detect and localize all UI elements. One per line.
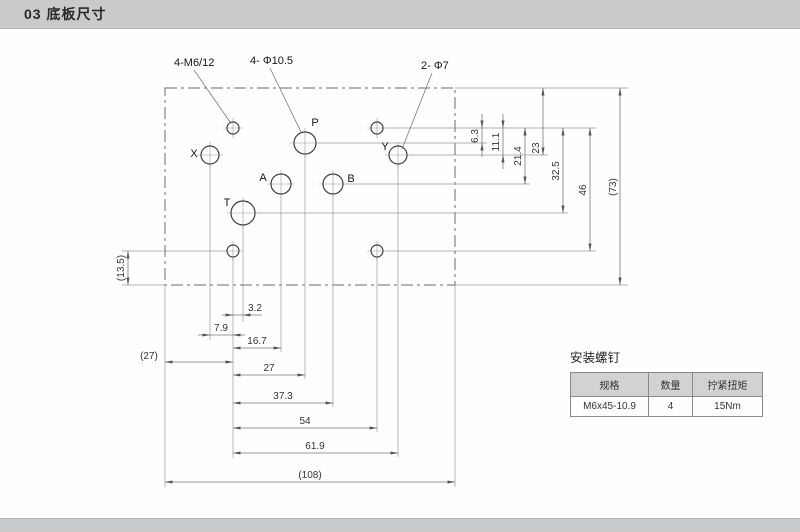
dim-73: (73) bbox=[608, 178, 619, 196]
screw-table-header-row: 规格 数量 拧紧扭矩 bbox=[570, 372, 763, 397]
port-hole-x bbox=[200, 145, 220, 165]
port-label-a: A bbox=[259, 172, 267, 184]
dim-27: 27 bbox=[263, 363, 275, 374]
port-label-x: X bbox=[190, 148, 198, 160]
port-label-y: Y bbox=[381, 141, 389, 153]
dim-11-1: 11.1 bbox=[491, 132, 502, 151]
dim-27-ref: (27) bbox=[140, 351, 158, 362]
dim-23: 23 bbox=[531, 142, 542, 154]
plate-outline bbox=[164, 87, 456, 286]
dim-13-5: (13.5) bbox=[116, 255, 127, 281]
callout-pilot-ports: 2- Φ7 bbox=[421, 60, 449, 72]
dimension-labels: 6.3 11.1 21.4 23 32.5 46 (73) (13.5) 3.2… bbox=[116, 129, 619, 481]
footer-bar bbox=[0, 518, 800, 532]
page-title: 03 底板尺寸 bbox=[24, 6, 107, 22]
screw-qty-value: 4 bbox=[648, 396, 693, 417]
dim-46: 46 bbox=[578, 184, 589, 196]
port-hole-p bbox=[293, 131, 317, 155]
bolt-hole-top-left bbox=[226, 121, 240, 135]
screw-col-torque: 拧紧扭矩 bbox=[692, 372, 763, 397]
leader-lines bbox=[193, 67, 433, 150]
dim-7-9: 7.9 bbox=[214, 323, 228, 334]
screw-table-row: M6x45-10.9 4 15Nm bbox=[570, 396, 763, 417]
screw-table-title: 安装螺钉 bbox=[570, 351, 621, 365]
section-header-bar: 03 底板尺寸 bbox=[0, 0, 800, 29]
callout-main-ports: 4- Φ10.5 bbox=[250, 55, 293, 67]
screw-table: 规格 数量 拧紧扭矩 M6x45-10.9 4 15Nm bbox=[570, 372, 763, 417]
port-label-b: B bbox=[347, 173, 354, 185]
port-hole-b bbox=[322, 173, 344, 195]
dimension-lines bbox=[126, 87, 622, 484]
port-label-p: P bbox=[311, 117, 318, 129]
port-hole-t bbox=[230, 200, 256, 226]
port-labels: X P Y A B T bbox=[190, 117, 389, 209]
port-hole-a bbox=[270, 173, 292, 195]
dim-21-4: 21.4 bbox=[513, 146, 524, 166]
extension-lines bbox=[122, 87, 628, 487]
callout-mounting-holes: 4-M6/12 bbox=[174, 57, 214, 69]
port-label-t: T bbox=[224, 197, 231, 209]
callout-labels: 4-M6/12 4- Φ10.5 2- Φ7 bbox=[174, 55, 449, 72]
dim-61-9: 61.9 bbox=[305, 441, 325, 452]
dim-3-2: 3.2 bbox=[248, 303, 262, 314]
dim-6-3: 6.3 bbox=[470, 129, 481, 143]
center-crosshairs bbox=[197, 118, 411, 261]
dim-37-3: 37.3 bbox=[273, 391, 293, 402]
bolt-hole-bottom-right bbox=[370, 244, 384, 258]
dim-32-5: 32.5 bbox=[551, 161, 562, 181]
bolt-hole-bottom-left bbox=[226, 244, 240, 258]
port-hole-y bbox=[388, 145, 408, 165]
screw-col-spec: 规格 bbox=[570, 372, 649, 397]
mounting-screw-block: 安装螺钉 规格 数量 拧紧扭矩 M6x45-10.9 4 15Nm bbox=[570, 347, 763, 417]
dim-54: 54 bbox=[299, 416, 311, 427]
screw-spec-value: M6x45-10.9 bbox=[570, 396, 649, 417]
holes bbox=[200, 121, 408, 258]
dim-16-7: 16.7 bbox=[247, 336, 267, 347]
bolt-hole-top-right bbox=[370, 121, 384, 135]
screw-col-qty: 数量 bbox=[648, 372, 693, 397]
dim-108: (108) bbox=[298, 470, 321, 481]
screw-torque-value: 15Nm bbox=[692, 396, 763, 417]
